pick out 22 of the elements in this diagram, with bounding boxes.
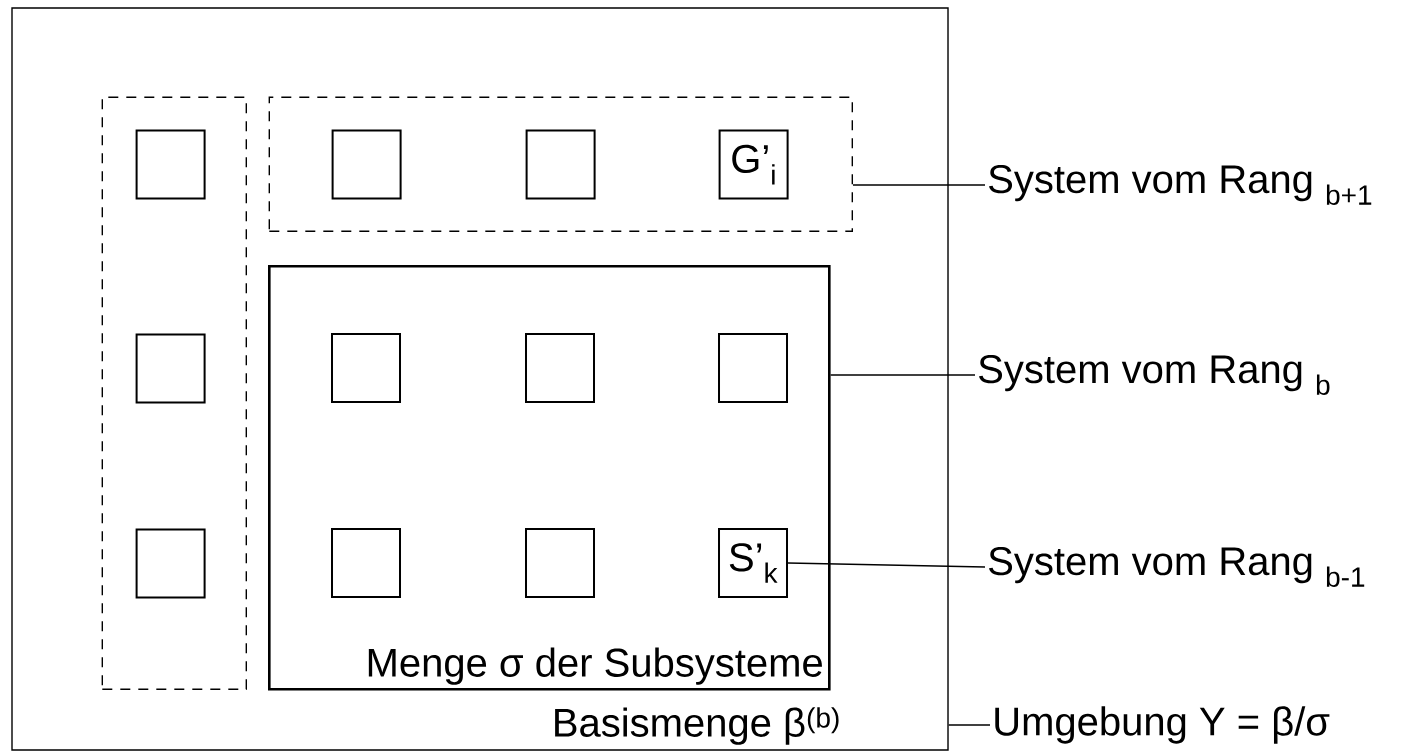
leader-line: [852, 184, 986, 186]
rank-label: Umgebung Y = β/σ: [995, 706, 1330, 744]
element-square: [525, 528, 595, 598]
element-square: [331, 528, 401, 598]
leader-line: [787, 562, 986, 568]
leader-line: [948, 724, 991, 726]
leader-line: [829, 374, 976, 376]
rank-label: System vom Rang $_{b+1}$: [989, 165, 1372, 205]
element-square: [718, 333, 788, 403]
dashed-box: [268, 96, 853, 232]
dashed-box: [101, 96, 247, 690]
element-square: [135, 333, 206, 404]
element-square: [331, 129, 402, 200]
element-square: [135, 528, 206, 599]
element-square: [135, 129, 206, 200]
element-square: G’$_{i}$: [718, 129, 789, 200]
element-square: [331, 333, 401, 403]
element-square: [525, 129, 596, 200]
element-square: S’$_{k}$: [718, 528, 788, 598]
rank-label: System vom Rang $_{b}$: [979, 355, 1330, 395]
rank-label: System vom Rang $_{b-1}$: [989, 547, 1365, 587]
element-square: [525, 333, 595, 403]
